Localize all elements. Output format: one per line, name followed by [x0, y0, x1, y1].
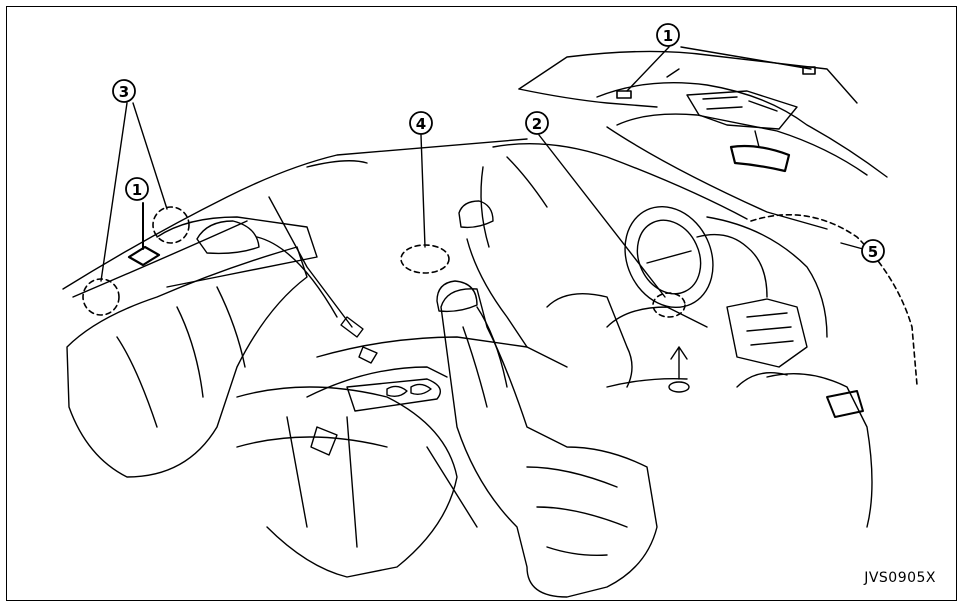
front-passenger-seat — [436, 200, 658, 598]
rear-seat — [66, 196, 458, 578]
zone-3-right — [152, 206, 190, 244]
driver-area — [546, 205, 714, 393]
callout-1-rear-shelf: 1 — [132, 181, 142, 199]
callout-5: 5 — [868, 243, 878, 261]
callout-circles — [112, 23, 885, 263]
roof-headliner — [518, 50, 888, 230]
zone-2 — [652, 292, 686, 318]
zone-5 — [750, 213, 918, 386]
car-interior-illustration: 1 3 1 4 2 5 — [62, 23, 918, 598]
windshield — [480, 142, 748, 248]
center-console — [306, 336, 528, 528]
figure-code: JVS0905X — [864, 570, 936, 586]
zone-4 — [400, 244, 450, 274]
callout-1-roof: 1 — [663, 27, 673, 45]
dashboard — [696, 216, 873, 528]
callout-3: 3 — [119, 83, 129, 101]
rear-shelf — [62, 138, 528, 298]
leader-lines — [100, 46, 864, 298]
callout-4: 4 — [416, 115, 426, 133]
diagram-frame: 1 3 1 4 2 5 JVS0905X — [6, 6, 957, 601]
callout-2: 2 — [532, 115, 542, 133]
